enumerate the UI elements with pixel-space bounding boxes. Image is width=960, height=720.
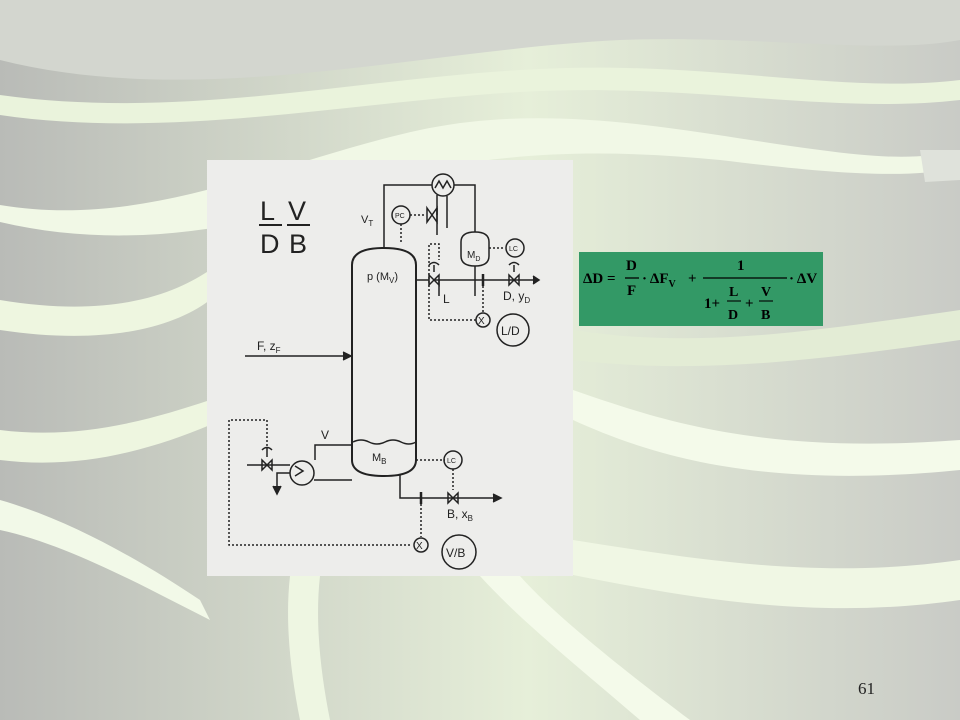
- svg-text:1+: 1+: [704, 296, 720, 312]
- svg-text:D: D: [728, 308, 738, 323]
- svg-text:PC: PC: [395, 213, 405, 220]
- svg-text:L: L: [729, 285, 738, 300]
- svg-text:B: B: [761, 308, 770, 323]
- svg-text:L/D: L/D: [501, 324, 520, 338]
- page-number: 61: [858, 679, 875, 698]
- ratio-l-label: L: [260, 196, 275, 226]
- svg-text:+: +: [745, 296, 754, 312]
- distillation-column-diagram: L D V B p (MV) MB VT PC MD LC: [207, 160, 573, 576]
- svg-text:X: X: [478, 316, 485, 327]
- svg-text:B, xB: B, xB: [447, 507, 473, 523]
- ratio-v-label: V: [288, 196, 306, 226]
- svg-text:LC: LC: [447, 458, 456, 465]
- svg-text:MB: MB: [372, 452, 387, 466]
- svg-text:MD: MD: [467, 250, 480, 263]
- ratio-lookup-top: [496, 313, 530, 347]
- svg-text:V/B: V/B: [446, 546, 465, 560]
- reboiler: [289, 460, 315, 486]
- svg-text:VT: VT: [361, 214, 373, 228]
- svg-text:· ΔFV: · ΔFV: [642, 271, 677, 290]
- svg-text:X: X: [416, 541, 423, 552]
- condenser: [431, 173, 455, 197]
- drum-level-controller: [505, 238, 525, 258]
- delta-d-formula: ΔD = D F · ΔFV + 1 1+ L D + V B · ΔV: [579, 252, 823, 326]
- svg-text:F, zF: F, zF: [257, 339, 281, 355]
- bottom-multiplier: [413, 537, 429, 553]
- svg-text:F: F: [627, 283, 636, 299]
- svg-text:+: +: [688, 271, 697, 287]
- svg-text:· ΔV: · ΔV: [789, 271, 817, 287]
- ratio-lookup-bottom: [441, 534, 477, 570]
- svg-text:p (MV): p (MV): [367, 271, 398, 285]
- svg-text:1: 1: [737, 258, 745, 274]
- svg-text:V: V: [761, 285, 771, 300]
- svg-text:LC: LC: [509, 246, 518, 253]
- ratio-b-label: B: [289, 229, 307, 259]
- svg-text:V: V: [321, 428, 329, 442]
- svg-text:D: D: [626, 258, 637, 274]
- reflux-drum: [460, 231, 490, 267]
- svg-text:L: L: [443, 292, 450, 306]
- formula-lhs: ΔD =: [583, 271, 616, 287]
- svg-text:D, yD: D, yD: [503, 289, 530, 305]
- ratio-d-label: D: [260, 229, 280, 259]
